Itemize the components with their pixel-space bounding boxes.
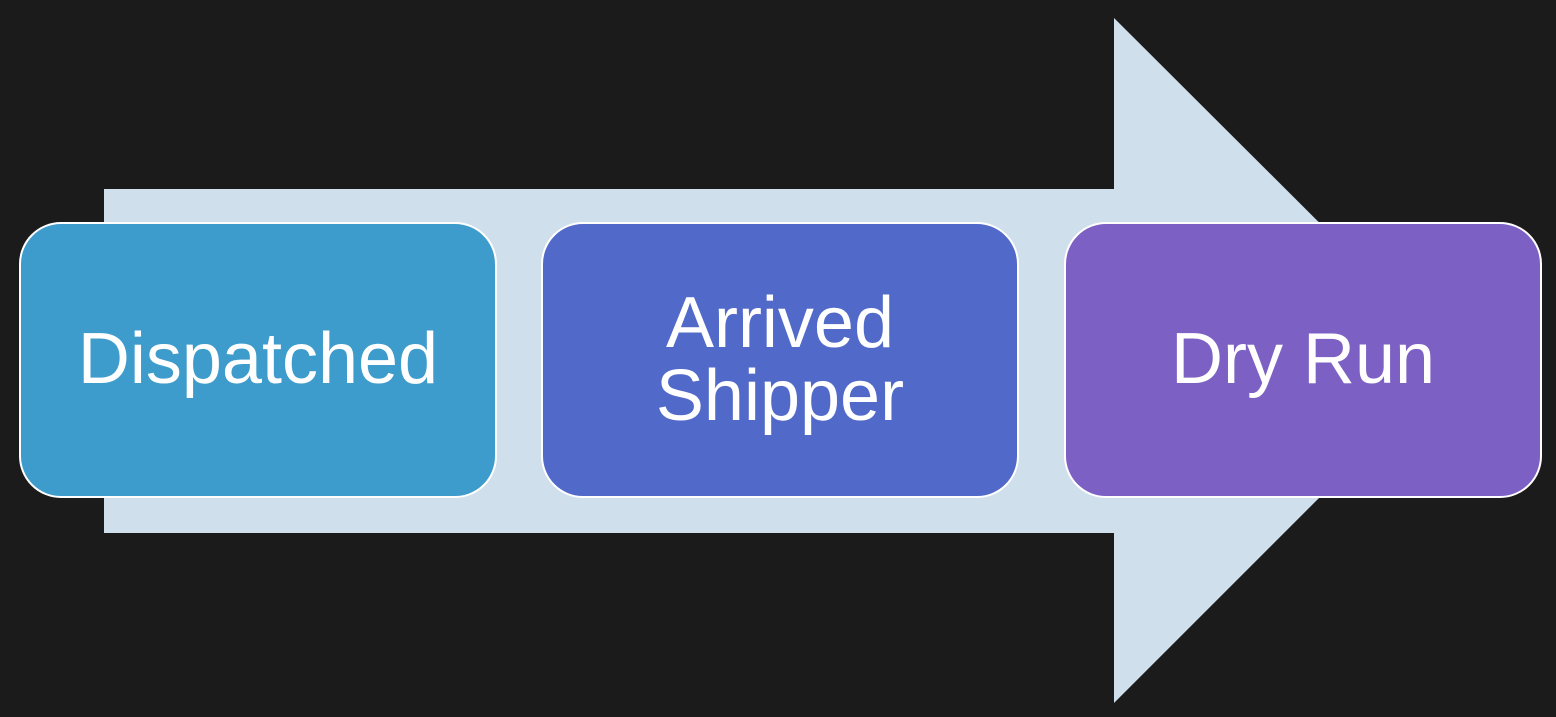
step-label: Dispatched [77,319,439,400]
step-dispatched[interactable]: Dispatched [19,222,497,498]
step-dry-run[interactable]: Dry Run [1064,222,1542,498]
step-label: Arrived Shipper [655,282,905,436]
step-arrived-shipper[interactable]: Arrived Shipper [541,222,1019,498]
step-label: Dry Run [1170,319,1436,400]
